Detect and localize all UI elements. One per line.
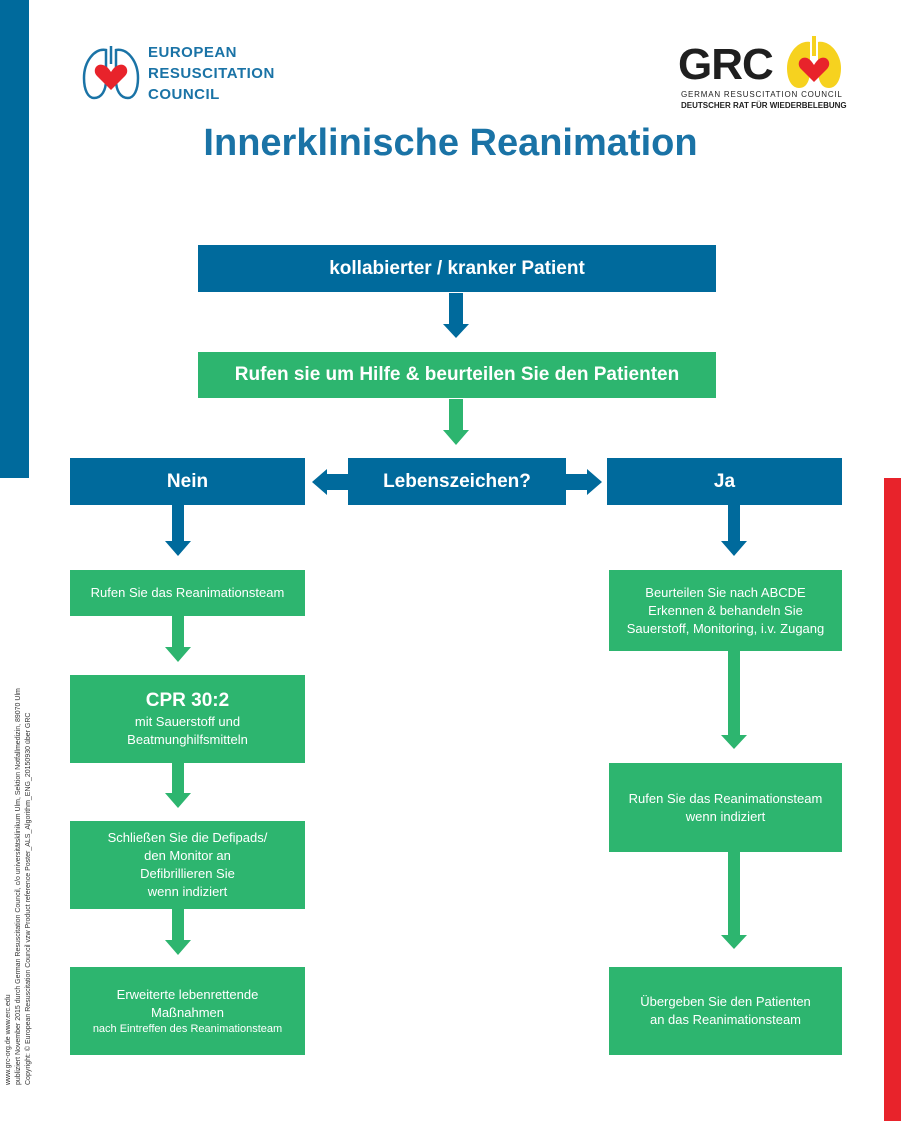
nein-box: Nein	[70, 458, 305, 505]
footer-credits: www.grc-org.de www.erc.edu publiziert No…	[4, 525, 34, 1085]
start-box: kollabierter / kranker Patient	[198, 245, 716, 292]
cpr-line-2: Beatmunghilfsmitteln	[127, 732, 248, 747]
defib-line-2: den Monitor an	[144, 848, 231, 863]
call-if-indicated-line-2: wenn indiziert	[685, 808, 766, 824]
cpr-title: CPR 30:2	[145, 690, 230, 711]
assess-box: Rufen sie um Hilfe & beurteilen Sie den …	[198, 352, 716, 398]
abcde-line-1: Beurteilen Sie nach ABCDE	[645, 584, 806, 600]
cpr-line-1: mit Sauerstoff und	[134, 714, 241, 729]
nein-label: Nein	[166, 470, 209, 492]
arrow-decision-to-ja	[566, 469, 602, 495]
abcde-line-2: Erkennen & behandeln Sie	[648, 602, 803, 618]
erc-logo-text: EUROPEAN RESUSCITATION COUNCIL	[148, 42, 275, 105]
arrow-assess-to-decision	[443, 399, 469, 445]
left-blue-bar	[0, 0, 29, 478]
grc-logo-subline-2: DEUTSCHER RAT FÜR WIEDERBELEBUNG	[681, 101, 847, 110]
erc-line-2: RESUSCITATION	[148, 65, 275, 82]
defib-line-3: Defibrillieren Sie	[140, 866, 235, 881]
defib-line-4: wenn indiziert	[147, 884, 228, 899]
grc-lungs-heart-icon	[787, 36, 841, 88]
handover-line-1: Übergeben Sie den Patienten	[640, 994, 811, 1009]
als-box: Erweiterte lebenrettende Maßnahmen nach …	[70, 967, 305, 1055]
cpr-box: CPR 30:2 mit Sauerstoff und Beatmunghilf…	[70, 675, 305, 763]
defib-line-1: Schließen Sie die Defipads/	[107, 830, 268, 845]
erc-lungs-heart-icon	[82, 46, 140, 100]
arrow-cpr-to-defib	[165, 763, 191, 808]
arrow-ja-down	[721, 505, 747, 556]
arrow-defib-to-als	[165, 909, 191, 955]
handover-line-2: an das Reanimationsteam	[649, 1012, 802, 1027]
ja-label: Ja	[713, 470, 736, 492]
grc-logo-subline-1: GERMAN RESUSCITATION COUNCIL	[681, 90, 843, 99]
decision-label: Lebenszeichen?	[383, 470, 531, 492]
als-line-2: Maßnahmen	[151, 1004, 224, 1020]
call-team-label: Rufen Sie das Reanimationsteam	[90, 585, 285, 600]
als-line-1: Erweiterte lebenrettende	[116, 986, 259, 1002]
als-line-3: nach Eintreffen des Reanimationsteam	[92, 1022, 283, 1035]
right-red-bar	[884, 478, 901, 1121]
defib-box: Schließen Sie die Defipads/ den Monitor …	[70, 821, 305, 909]
arrow-decision-to-nein	[312, 469, 348, 495]
grc-logo-word: GRC	[678, 40, 774, 89]
footer-line-3: Copyright: © European Resuscitation Coun…	[25, 712, 32, 1085]
handover-box: Übergeben Sie den Patienten an das Reani…	[609, 967, 842, 1055]
erc-line-1: EUROPEAN	[148, 44, 238, 61]
arrow-start-to-assess	[443, 293, 469, 338]
arrow-call-to-cpr	[165, 616, 191, 662]
call-team-box: Rufen Sie das Reanimationsteam	[70, 570, 305, 616]
abcde-line-3: Sauerstoff, Monitoring, i.v. Zugang	[626, 620, 825, 636]
arrow-call-to-handover	[721, 852, 747, 949]
arrow-abcde-to-call	[721, 651, 747, 749]
erc-line-3: COUNCIL	[148, 86, 220, 103]
ja-box: Ja	[607, 458, 842, 505]
abcde-box: Beurteilen Sie nach ABCDE Erkennen & beh…	[609, 570, 842, 651]
call-if-indicated-box: Rufen Sie das Reanimationsteam wenn indi…	[609, 763, 842, 852]
arrow-nein-down	[165, 505, 191, 556]
footer-line-1: www.grc-org.de www.erc.edu	[5, 994, 12, 1085]
decision-box: Lebenszeichen?	[348, 458, 566, 505]
start-label: kollabierter / kranker Patient	[329, 257, 585, 279]
call-if-indicated-line-1: Rufen Sie das Reanimationsteam	[628, 790, 823, 806]
page-title: Innerklinische Reanimation	[203, 122, 698, 164]
footer-line-2: publiziert November 2015 durch German Re…	[15, 688, 22, 1085]
assess-label: Rufen sie um Hilfe & beurteilen Sie den …	[234, 364, 680, 385]
